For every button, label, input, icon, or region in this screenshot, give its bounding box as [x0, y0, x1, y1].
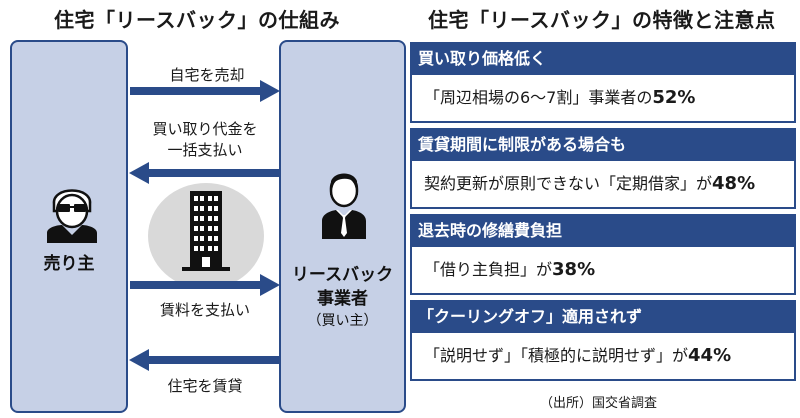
diagram-title: 住宅「リースバック」の仕組み: [54, 8, 340, 32]
source-note: （出所）国交省調査: [540, 396, 658, 411]
arrow-left-icon: [129, 162, 279, 184]
flow-label-pay-price: 買い取り代金を: [152, 120, 258, 138]
lessor-box: リースバック 事業者 （買い主）: [279, 40, 406, 413]
feature-detail: 「説明せず」「積極的に説明せず」が44%: [410, 333, 796, 381]
features-title: 住宅「リースバック」の特徴と注意点: [428, 8, 776, 32]
feature-heading: 「クーリングオフ」適用されず: [410, 300, 796, 333]
flow-label-pay-price-2: 一括支払い: [167, 141, 243, 159]
feature-heading: 退去時の修繕費負担: [410, 214, 796, 247]
arrow-left-icon: [129, 349, 279, 371]
lessor-label: リースバック: [291, 265, 394, 285]
arrow-right-icon: [130, 80, 280, 102]
feature-detail: 「周辺相場の6～7割」事業者の52%: [410, 75, 796, 123]
feature-text: 「借り主負担」が: [424, 260, 553, 279]
feature-value: 44%: [688, 345, 732, 366]
feature-text: 契約更新が原則できない「定期借家」が: [424, 174, 713, 193]
feature-detail: 契約更新が原則できない「定期借家」が48%: [410, 161, 796, 209]
feature-value: 38%: [552, 259, 596, 280]
feature-value: 52%: [652, 87, 696, 108]
arrow-right-icon: [130, 274, 280, 296]
buyer-note: （買い主）: [307, 313, 378, 329]
feature-text: 「周辺相場の6～7割」事業者の: [424, 88, 653, 107]
feature-detail: 「借り主負担」が38%: [410, 247, 796, 295]
apartment-building-icon: [182, 191, 230, 271]
seller-label: 売り主: [43, 254, 95, 274]
seller-box: 売り主: [10, 40, 128, 413]
flow-label-lease-home: 住宅を賃貸: [167, 377, 243, 395]
flow-label-sell-home: 自宅を売却: [169, 66, 245, 84]
flow-label-pay-rent: 賃料を支払い: [159, 301, 250, 319]
businessman-icon: [322, 173, 366, 239]
feature-heading: 賃貸期間に制限がある場合も: [410, 128, 796, 161]
feature-value: 48%: [712, 173, 756, 194]
elderly-person-icon: [47, 189, 97, 243]
feature-text: 「説明せず」「積極的に説明せず」が: [424, 346, 689, 365]
lessor-label-2: 事業者: [317, 289, 368, 309]
feature-heading: 買い取り価格低く: [410, 42, 796, 75]
